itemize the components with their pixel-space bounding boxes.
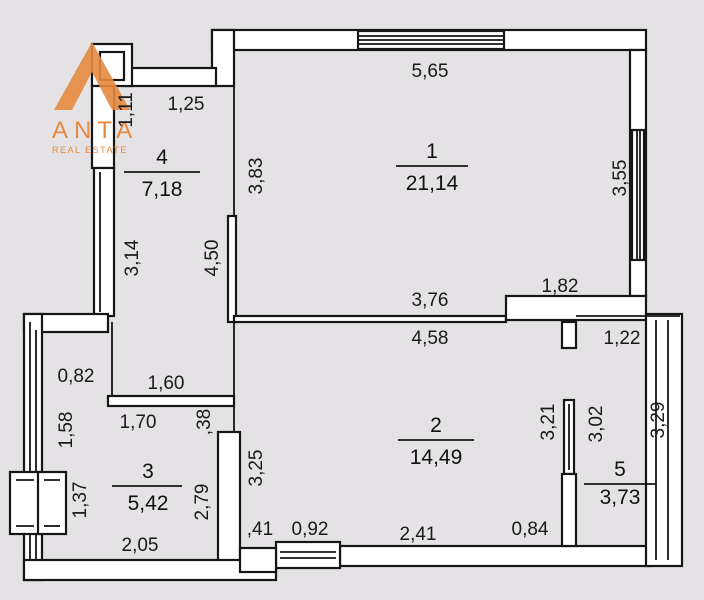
dim-room3-left2: 1,37: [70, 482, 91, 519]
dim-room3-top2: 1,70: [120, 412, 157, 433]
room-1-area: 21,14: [406, 172, 459, 195]
wall-room3-right: [216, 430, 242, 576]
room-4: 4 7,18: [124, 146, 200, 201]
dim-room4-left: 3,14: [122, 239, 143, 276]
dim-room5-right: 3,29: [648, 402, 669, 439]
window-room1-right: [630, 128, 646, 262]
wall-room5-left-upper: [560, 320, 578, 350]
dim-room3-top: 1,60: [148, 373, 185, 394]
wall-room1-left: [210, 28, 236, 88]
dim-room1-right: 3,55: [610, 160, 631, 197]
wall-room4-top: [122, 66, 218, 88]
wall-right-outer: [644, 312, 684, 568]
room-3-number: 3: [142, 460, 154, 483]
dim-room3-left: 1,58: [56, 412, 77, 449]
dim-room4-upper-left: 1,11: [116, 92, 137, 128]
room-2-number: 2: [430, 414, 442, 437]
room-5-area: 3,73: [600, 486, 641, 509]
room-5: 5 3,73: [584, 458, 656, 509]
dim-room1-bottom: 3,76: [412, 290, 449, 311]
room-4-number: 4: [156, 146, 168, 169]
window-bottom: [274, 540, 342, 570]
room-1: 1 21,14: [396, 140, 468, 195]
dim-room3-right: 2,79: [192, 484, 213, 521]
dim-room1-bottom-right: 1,82: [542, 276, 579, 297]
dimensions: 5,65 3,55 3,76 1,82 3,83 1,25 1,11 3,14 …: [56, 61, 669, 556]
dim-room2-right: 3,21: [538, 404, 559, 441]
wall-left-vertical: [22, 312, 44, 582]
dim-room4-right: 4,50: [202, 240, 223, 277]
dim-room3-top-left: 0,82: [58, 366, 95, 387]
vent-left: [8, 470, 42, 536]
wall-room4-left-window: [92, 166, 116, 318]
dim-room2-bottom-left: ,41: [247, 519, 273, 540]
wall-room1-left-lower: [226, 214, 238, 324]
wall-bottom-mid: [238, 546, 278, 574]
wall-bottom-right: [338, 544, 652, 568]
dim-room2-top: 4,58: [412, 328, 449, 349]
wall-room1-bottom: [232, 314, 508, 324]
dim-room1-top: 5,65: [412, 61, 449, 82]
brand-logo: ANTA REAL ESTATE: [52, 42, 138, 155]
dim-room1-left: 3,83: [246, 158, 267, 195]
room-5-number: 5: [614, 458, 626, 481]
wall-room5-left-lower: [560, 472, 578, 548]
dim-room2-bottom-right: 0,84: [512, 519, 549, 540]
vent-left-2: [36, 470, 68, 536]
dim-room3-right-short: ,38: [194, 409, 215, 435]
dim-room3-bottom: 2,05: [122, 535, 159, 556]
room-4-area: 7,18: [142, 178, 183, 201]
dim-room5-left: 3,02: [586, 406, 607, 443]
dim-room2-left: 3,25: [246, 450, 267, 487]
dim-room5-top: 1,22: [604, 328, 641, 349]
logo-tagline: REAL ESTATE: [52, 145, 128, 155]
wall-room3-top: [106, 394, 236, 408]
room-2: 2 14,49: [398, 414, 474, 469]
room-3: 3 5,42: [112, 460, 182, 515]
room-2-area: 14,49: [410, 446, 463, 469]
logo-mark-icon: [54, 42, 130, 110]
dim-room2-bottom: 2,41: [400, 524, 437, 545]
dim-room4-top: 1,25: [168, 94, 205, 115]
room-3-area: 5,42: [128, 492, 169, 515]
wall-bottom: [22, 558, 278, 582]
dim-room2-door: 0,92: [292, 519, 329, 540]
walls: [8, 28, 684, 582]
room-1-number: 1: [426, 140, 438, 163]
logo-brand: ANTA: [52, 117, 138, 144]
